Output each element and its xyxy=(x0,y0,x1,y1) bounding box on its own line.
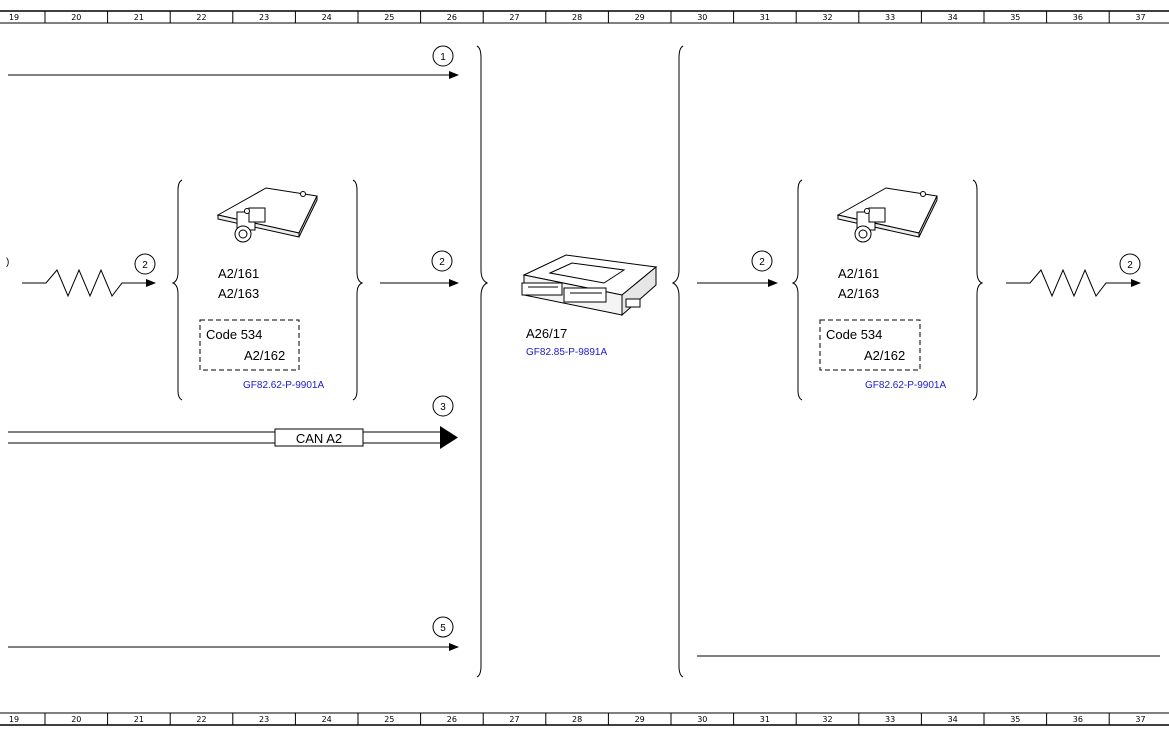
can-bus-label: CAN A2 xyxy=(296,431,342,446)
left-ref-link[interactable]: GF82.62-P-9901A xyxy=(243,380,324,391)
right-label-a2-162: A2/162 xyxy=(864,348,905,363)
top-ruler-number-22: 22 xyxy=(196,13,206,22)
top-ruler-number-26: 26 xyxy=(447,13,457,22)
bottom-ruler-number-24: 24 xyxy=(322,715,332,724)
bottom-ruler-number-27: 27 xyxy=(509,715,519,724)
left-block-close-brace xyxy=(352,179,364,401)
top-ruler-number-30: 30 xyxy=(697,13,707,22)
top-ruler-number-36: 36 xyxy=(1073,13,1083,22)
bottom-ruler-number-26: 26 xyxy=(447,715,457,724)
sensor-icon-right xyxy=(836,187,938,243)
top-ruler-number-27: 27 xyxy=(509,13,519,22)
bottom-ruler-number-37: 37 xyxy=(1135,715,1145,724)
left-code-box xyxy=(199,319,300,371)
left-label-a2-162: A2/162 xyxy=(244,348,285,363)
center-label-a26-17: A26/17 xyxy=(526,326,567,341)
bottom-ruler-number-32: 32 xyxy=(822,715,832,724)
bottom-ruler-number-21: 21 xyxy=(134,715,144,724)
bottom-ruler-number-29: 29 xyxy=(635,715,645,724)
connection-2b-number: 2 xyxy=(439,257,445,268)
bottom-ruler-number-28: 28 xyxy=(572,715,582,724)
bottom-ruler-number-33: 33 xyxy=(885,715,895,724)
connection-2d-number: 2 xyxy=(1127,260,1133,271)
top-ruler-number-19: 19 xyxy=(9,13,19,22)
connection-2c-number: 2 xyxy=(759,257,765,268)
right-block: A2/161 A2/163 Code 534 A2/162 GF82.62-P-… xyxy=(791,179,984,401)
connection-3-marker xyxy=(432,395,454,417)
bottom-ruler-number-25: 25 xyxy=(384,715,394,724)
bottom-ruler-number-31: 31 xyxy=(760,715,770,724)
center-open-brace xyxy=(476,45,489,678)
connection-1-marker xyxy=(432,45,454,67)
bottom-ruler-number-22: 22 xyxy=(196,715,206,724)
top-ruler-number-35: 35 xyxy=(1010,13,1020,22)
line-3-can-bus: CAN A2 3 xyxy=(8,395,458,449)
sensor-icon xyxy=(216,187,318,243)
top-ruler-number-32: 32 xyxy=(822,13,832,22)
cut-mark: ) xyxy=(6,257,9,268)
bottom-ruler-number-19: 19 xyxy=(9,715,19,724)
left-label-a2-161: A2/161 xyxy=(218,266,259,281)
left-resistor-line: ) 2 xyxy=(6,253,156,298)
center-ref-link[interactable]: GF82.85-P-9891A xyxy=(526,347,607,358)
bottom-ruler-number-34: 34 xyxy=(948,715,958,724)
bottom-ruler-number-30: 30 xyxy=(697,715,707,724)
resistor-symbol xyxy=(22,268,156,298)
left-block-open-brace xyxy=(171,179,183,401)
top-ruler-number-29: 29 xyxy=(635,13,645,22)
connection-2d-marker xyxy=(1119,253,1141,275)
right-block-close-brace xyxy=(972,179,984,401)
connection-2a-marker xyxy=(134,253,156,275)
bottom-ruler-number-36: 36 xyxy=(1073,715,1083,724)
top-ruler-number-23: 23 xyxy=(259,13,269,22)
center-close-brace xyxy=(671,45,684,678)
right-block-open-brace xyxy=(791,179,803,401)
connection-1-number: 1 xyxy=(440,52,446,63)
top-ruler-number-21: 21 xyxy=(134,13,144,22)
right-resistor-line: 2 xyxy=(1006,253,1141,298)
right-label-a2-163: A2/163 xyxy=(838,286,879,301)
top-ruler-number-31: 31 xyxy=(760,13,770,22)
top-ruler-number-20: 20 xyxy=(71,13,81,22)
resistor-symbol-right xyxy=(1006,268,1141,298)
line-1: 1 xyxy=(8,45,459,79)
right-code-534: Code 534 xyxy=(826,327,882,342)
line-2-right-in: 2 xyxy=(697,250,778,287)
connection-2c-marker xyxy=(751,250,773,272)
top-ruler-number-28: 28 xyxy=(572,13,582,22)
right-code-box xyxy=(819,319,921,371)
left-code-534: Code 534 xyxy=(206,327,262,342)
top-ruler-number-33: 33 xyxy=(885,13,895,22)
bottom-ruler-number-23: 23 xyxy=(259,715,269,724)
top-ruler: 19 20 21 22 23 24 25 26 27 28 29 30 31 32 33 34 35 36 37 xyxy=(0,10,1169,24)
left-label-a2-163: A2/163 xyxy=(218,286,259,301)
bottom-ruler-number-35: 35 xyxy=(1010,715,1020,724)
top-ruler-number-25: 25 xyxy=(384,13,394,22)
right-ref-link[interactable]: GF82.62-P-9901A xyxy=(865,380,946,391)
right-label-a2-161: A2/161 xyxy=(838,266,879,281)
connection-2a-number: 2 xyxy=(142,260,148,271)
top-ruler-number-24: 24 xyxy=(322,13,332,22)
connection-5-marker xyxy=(432,616,454,638)
top-ruler-number-34: 34 xyxy=(948,13,958,22)
top-ruler-number-37: 37 xyxy=(1135,13,1145,22)
control-unit-icon xyxy=(521,254,658,317)
connection-3-number: 3 xyxy=(440,402,446,413)
connection-2b-marker xyxy=(431,250,453,272)
connection-5-number: 5 xyxy=(440,623,446,634)
can-bus-label-box xyxy=(274,428,364,447)
left-block: A2/161 A2/163 Code 534 A2/162 GF82.62-P-… xyxy=(171,179,364,401)
bottom-ruler: 19 20 21 22 23 24 25 26 27 28 29 30 31 32 33 34 35 36 37 xyxy=(0,712,1169,726)
bottom-ruler-number-20: 20 xyxy=(71,715,81,724)
line-5: 5 xyxy=(8,616,459,651)
line-2-center-left: 2 xyxy=(380,250,459,287)
